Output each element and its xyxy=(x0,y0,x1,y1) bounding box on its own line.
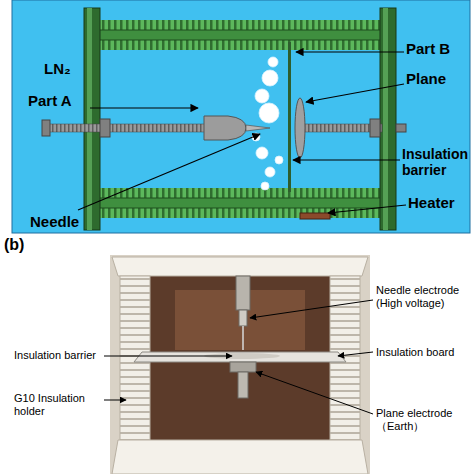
needle-tip xyxy=(242,326,244,350)
needle-holder xyxy=(204,116,246,140)
bubbles xyxy=(252,57,283,190)
post-highlight xyxy=(87,8,92,230)
plane-rod xyxy=(238,372,248,398)
ln2-bath xyxy=(12,0,470,233)
panel-label: (b) xyxy=(4,236,44,254)
part-label: Heater xyxy=(408,194,472,211)
photo-leaders xyxy=(104,300,373,414)
leader-lines xyxy=(78,52,406,213)
callout-label: G10 Insulation holder xyxy=(14,392,104,417)
barrier-line xyxy=(288,42,291,192)
hex-nut xyxy=(100,119,110,137)
needle-tip xyxy=(246,125,270,131)
needle-holder xyxy=(236,276,250,310)
threaded-rod xyxy=(48,124,206,132)
hex-nut xyxy=(370,119,380,137)
frame-bar xyxy=(86,198,394,208)
top-plate xyxy=(112,257,368,276)
bottom-plate xyxy=(112,440,368,474)
part-label: Insulation barrier xyxy=(402,146,474,178)
rod-end xyxy=(42,120,50,136)
part-label: Part A xyxy=(28,92,98,109)
heater-block xyxy=(300,213,330,219)
callout-label: Insulation barrier xyxy=(14,349,104,362)
part-label: Part B xyxy=(406,40,472,57)
needle-chuck xyxy=(239,310,247,326)
frame-bar xyxy=(86,30,394,40)
bath-label: LN₂ xyxy=(44,60,88,77)
frame-post xyxy=(84,8,100,230)
part-label: Plane xyxy=(406,70,470,87)
part-label: Needle xyxy=(30,213,100,230)
callout-label: Needle electrode (High voltage) xyxy=(376,284,474,309)
rod-end xyxy=(396,124,406,132)
photo-frame xyxy=(110,255,370,474)
plane-electrode xyxy=(230,362,256,372)
callout-label: Insulation board xyxy=(376,346,474,359)
frame-post xyxy=(380,8,396,230)
plane-plate xyxy=(295,98,305,158)
callout-label: Plane electrode （Earth） xyxy=(376,407,474,432)
post-highlight xyxy=(383,8,388,230)
insulation-board xyxy=(134,352,346,362)
